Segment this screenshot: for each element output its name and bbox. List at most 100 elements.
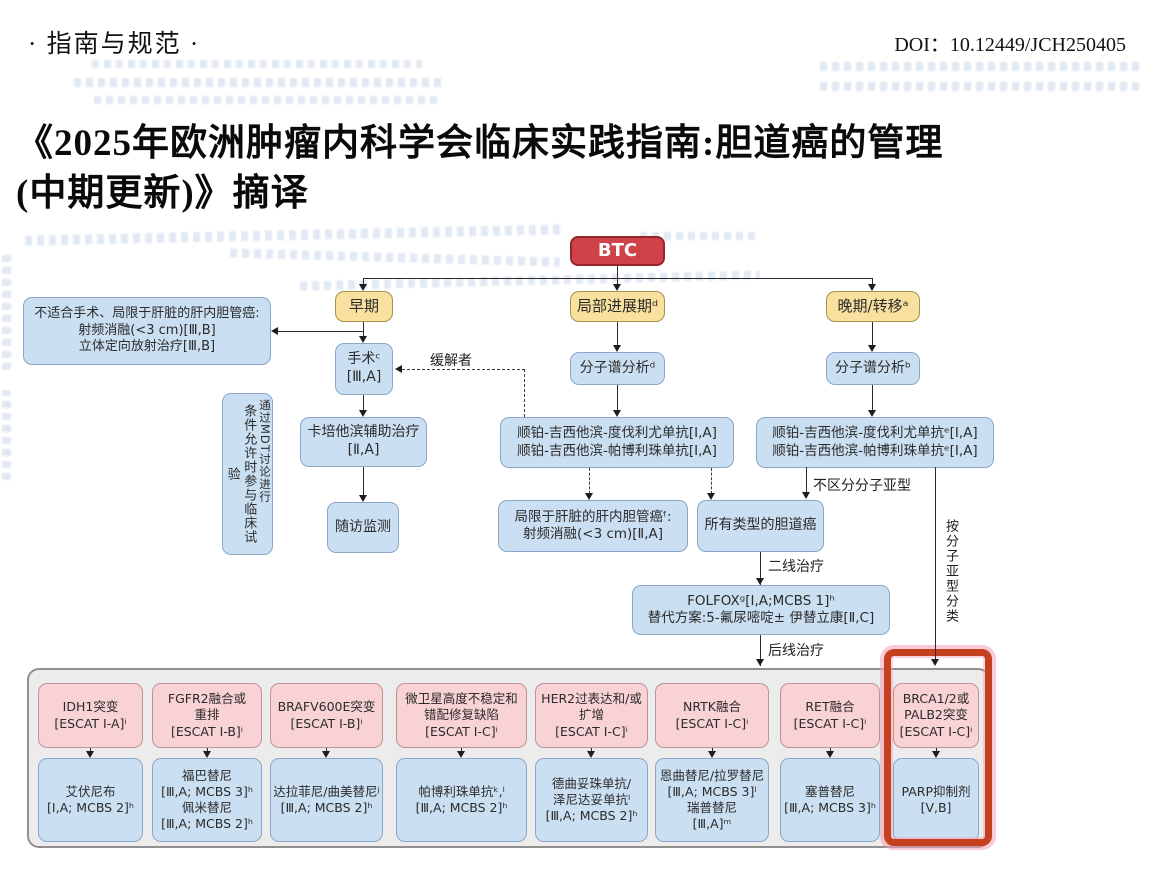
section-label: · 指南与规范 · bbox=[28, 31, 201, 58]
arrowhead bbox=[826, 751, 834, 758]
node-line: 卡培他滨辅助治疗 bbox=[307, 424, 420, 441]
scan-artifact bbox=[820, 62, 1142, 71]
connector bbox=[277, 331, 364, 333]
marker-line: RET融合 bbox=[805, 699, 855, 715]
arrowhead bbox=[86, 751, 94, 758]
marker-line: HER2过表达和/或 bbox=[541, 691, 642, 707]
marker-line: [ESCAT I-A]ⁱ bbox=[54, 715, 127, 731]
therapy-selpercatinib: 塞普替尼 [Ⅲ,A; MCBS 3]ʰ bbox=[780, 758, 880, 842]
node-line: 顺铂-吉西他滨-度伐利尤单抗ᵉ[Ⅰ,A] bbox=[772, 425, 978, 442]
arrowhead bbox=[613, 410, 621, 417]
node-line: 顺铂-吉西他滨-度伐利尤单抗[Ⅰ,A] bbox=[517, 425, 717, 442]
mdt-note-col2: 通过MDT讨论进行 bbox=[257, 399, 272, 503]
therapy-line: 瑞普替尼 bbox=[686, 800, 737, 815]
therapy-dabrafenib-trametinib: 达拉菲尼/曲美替尼ʲ [Ⅲ,A; MCBS 2]ʰ bbox=[270, 758, 383, 842]
therapy-line: 佩米替尼 bbox=[181, 800, 232, 815]
connector bbox=[872, 322, 874, 347]
scan-artifact bbox=[2, 250, 11, 370]
arrowhead bbox=[587, 751, 595, 758]
node-chemo-mid: 顺铂-吉西他滨-度伐利尤单抗[Ⅰ,A] 顺铂-吉西他滨-帕博利珠单抗[Ⅰ,A] bbox=[500, 417, 734, 468]
therapy-line: [Ⅲ,A]ᵐ bbox=[692, 816, 732, 832]
connector bbox=[363, 322, 365, 339]
label-responders: 缓解者 bbox=[430, 353, 472, 369]
scan-artifact bbox=[2, 390, 11, 480]
page-title-line2: (中期更新)》摘译 bbox=[16, 173, 309, 214]
marker-line: 重排 bbox=[194, 707, 220, 723]
arrowhead bbox=[868, 345, 876, 352]
node-surgery: 手术ᶜ [Ⅲ,A] bbox=[335, 343, 393, 395]
highlight-brca-column bbox=[884, 649, 992, 846]
therapy-line: 帕博利珠单抗ᵏ,ˡ bbox=[418, 783, 505, 799]
node-line: 顺铂-吉西他滨-帕博利珠单抗ᵉ[Ⅰ,A] bbox=[772, 442, 978, 459]
therapy-line: [Ⅲ,A; MCBS 2]ʰ bbox=[545, 808, 638, 824]
label-second-line: 二线治疗 bbox=[768, 559, 824, 575]
node-line: FOLFOXᵍ[Ⅰ,A;MCBS 1]ʰ bbox=[687, 592, 835, 609]
label-by-subtype: 按分子亚型分类 bbox=[943, 519, 958, 624]
scan-artifact bbox=[24, 224, 566, 246]
arrowhead bbox=[868, 410, 876, 417]
scan-artifact bbox=[92, 60, 422, 68]
marker-her2: HER2过表达和/或 扩增 [ESCAT I-C]ⁱ bbox=[535, 683, 648, 748]
therapy-line: [Ⅲ,A; MCBS 3]ˡ bbox=[667, 783, 757, 799]
therapy-ivosidenib: 艾伏尼布 [Ⅰ,A; MCBS 2]ʰ bbox=[38, 758, 143, 842]
arrowhead bbox=[613, 284, 621, 291]
arrowhead bbox=[708, 751, 716, 758]
therapy-futibatinib-pemigatinib: 福巴替尼 [Ⅲ,A; MCBS 3]ʰ 佩米替尼 [Ⅲ,A; MCBS 2]ʰ bbox=[152, 758, 262, 842]
node-all-types-btc: 所有类型的胆道癌 bbox=[697, 500, 824, 552]
therapy-line: 德曲妥珠单抗/ bbox=[551, 775, 632, 791]
node-line: 不适合手术、局限于肝脏的肝内胆管癌: bbox=[34, 306, 260, 322]
connector bbox=[617, 385, 619, 412]
marker-line: NRTK融合 bbox=[683, 699, 741, 715]
node-stage-early: 早期 bbox=[335, 291, 393, 322]
node-line: 顺铂-吉西他滨-帕博利珠单抗[Ⅰ,A] bbox=[517, 442, 717, 459]
arrowhead bbox=[868, 284, 876, 291]
marker-line: IDH1突变 bbox=[62, 699, 119, 715]
arrowhead bbox=[707, 493, 715, 500]
scan-artifact bbox=[94, 96, 439, 104]
therapy-line: 达拉菲尼/曲美替尼ʲ bbox=[273, 783, 380, 799]
mdt-note-col1: 条件允许时参与临床试验 bbox=[224, 404, 257, 544]
node-line: 手术ᶜ bbox=[347, 351, 381, 368]
arrowhead bbox=[931, 659, 939, 666]
therapy-pembrolizumab: 帕博利珠单抗ᵏ,ˡ [Ⅲ,A; MCBS 2]ʰ bbox=[396, 758, 527, 842]
node-line: [Ⅲ,A] bbox=[346, 369, 382, 385]
marker-line: [ESCAT I-C]ⁱ bbox=[675, 715, 749, 731]
therapy-line: [Ⅲ,A; MCBS 3]ʰ bbox=[161, 783, 253, 799]
arrowhead bbox=[322, 751, 330, 758]
therapy-parp-inhibitor: PARP抑制剂 [Ⅴ,B] bbox=[893, 758, 979, 842]
therapy-entrectinib-larotrectinib: 恩曲替尼/拉罗替尼 [Ⅲ,A; MCBS 3]ˡ 瑞普替尼 [Ⅲ,A]ᵐ bbox=[655, 758, 769, 842]
connector bbox=[363, 278, 365, 287]
marker-line: [ESCAT I-C]ⁱ bbox=[555, 723, 628, 739]
connector bbox=[806, 467, 808, 494]
connector bbox=[935, 467, 937, 661]
connector bbox=[617, 322, 619, 347]
arrowhead bbox=[756, 659, 764, 666]
node-folfox: FOLFOXᵍ[Ⅰ,A;MCBS 1]ʰ 替代方案:5-氟尿嘧啶± 伊替立康[Ⅱ… bbox=[632, 585, 890, 635]
therapy-line: [Ⅲ,A; MCBS 2]ʰ bbox=[280, 800, 373, 815]
marker-fgfr2: FGFR2融合或 重排 [ESCAT I-B]ⁱ bbox=[152, 683, 262, 748]
doi-text: DOI：10.12449/JCH250405 bbox=[894, 34, 1126, 56]
therapy-line: [Ⅰ,A; MCBS 2]ʰ bbox=[47, 800, 134, 815]
node-line: [Ⅱ,A] bbox=[347, 442, 380, 458]
marker-line: [ESCAT I-C]ⁱ bbox=[899, 723, 973, 739]
node-unsuitable-surgery: 不适合手术、局限于肝脏的肝内胆管癌: 射频消融(<3 cm)[Ⅲ,B] 立体定向… bbox=[23, 297, 271, 365]
arrowhead bbox=[359, 495, 367, 502]
scan-artifact bbox=[820, 82, 1142, 91]
connector bbox=[760, 552, 762, 585]
connector bbox=[617, 266, 619, 278]
marker-nrtk: NRTK融合 [ESCAT I-C]ⁱ bbox=[655, 683, 769, 748]
node-profiling-d: 分子谱分析ᵈ bbox=[570, 352, 665, 385]
marker-brca-palb2: BRCA1/2或 PALB2突变 [ESCAT I-C]ⁱ bbox=[893, 683, 979, 748]
therapy-line: 艾伏尼布 bbox=[65, 783, 116, 799]
therapy-line: 福巴替尼 bbox=[181, 767, 232, 783]
connector bbox=[363, 395, 365, 413]
node-line: 射频消融(<3 cm)[Ⅱ,A] bbox=[522, 526, 663, 542]
node-stage-advanced: 晚期/转移ᵃ bbox=[826, 291, 920, 322]
arrowhead bbox=[359, 336, 367, 343]
node-chemo-right: 顺铂-吉西他滨-度伐利尤单抗ᵉ[Ⅰ,A] 顺铂-吉西他滨-帕博利珠单抗ᵉ[Ⅰ,A… bbox=[756, 417, 994, 468]
marker-ret: RET融合 [ESCAT I-C]ⁱ bbox=[780, 683, 880, 748]
node-line: 替代方案:5-氟尿嘧啶± 伊替立康[Ⅱ,C] bbox=[647, 610, 875, 626]
scan-artifact bbox=[74, 78, 446, 87]
page-title-line1: 《2025年欧洲肿瘤内科学会临床实践指南:胆道癌的管理 bbox=[16, 123, 944, 164]
